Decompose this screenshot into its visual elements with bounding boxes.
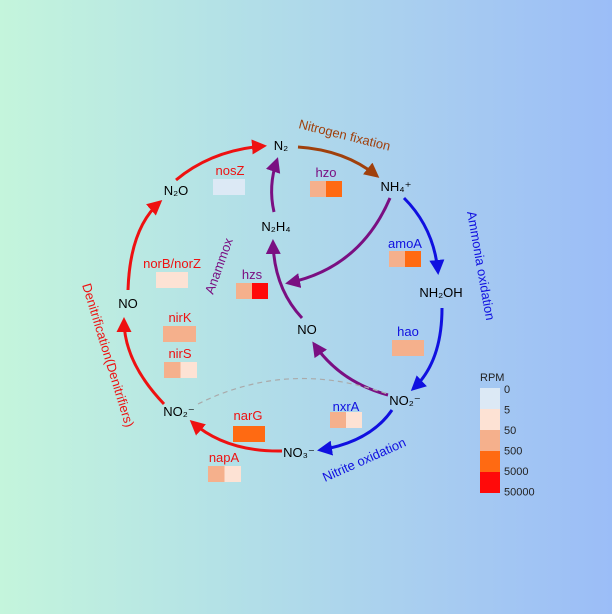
compound-n2: N₂ [274,138,288,153]
compound-no2-left: NO₂⁻ [163,404,194,419]
gene-label: nxrA [333,399,360,414]
heatmap-cell [213,179,245,195]
heatmap-cell [180,362,197,378]
compound-nh2oh: NH₂OH [419,285,462,300]
gene-nxrA: nxrA [330,399,362,428]
gene-label: hao [397,324,419,339]
arrow-n2o-to-n2 [175,139,267,182]
heatmap-cell [208,466,225,482]
heatmap-cell [310,181,326,197]
arrow-no-to-n2o [126,200,163,291]
gene-label: amoA [388,236,422,251]
gene-amoA: amoA [388,236,422,267]
legend-swatch [480,430,500,451]
legend-swatch [480,451,500,472]
gene-label: napA [209,450,240,465]
gene-hao: hao [392,324,424,356]
compound-nh4: NH₄⁺ [381,179,412,194]
compound-no-left: NO [118,296,138,311]
compound-no3: NO₃⁻ [283,445,315,460]
gene-norB-norZ: norB/norZ [143,256,201,288]
arrow-nh2oh-to-no2 [410,307,444,392]
compound-no2-right: NO₂⁻ [389,393,420,408]
rpm-legend: RPM 0 5 50 500 5000 50000 [480,372,535,499]
gene-label: norB/norZ [143,256,201,271]
label-ammonia-oxidation: Ammonia oxidation [464,210,498,321]
arrow-n2-to-nh4 [297,145,380,178]
compound-n2o: N₂O [164,183,189,198]
gene-hzo: hzo [310,165,342,197]
heatmap-cell [164,362,181,378]
heatmap-cell [405,251,421,267]
arrow-n2h4-to-n2 [265,157,281,213]
legend-swatch [480,388,500,409]
gene-hzs: hzs [236,267,268,299]
arrow-no3-to-no2 [189,420,283,453]
arrow-nh4-to-n2h4 [285,197,392,288]
heatmap-cell [236,283,252,299]
gene-narG: narG [233,408,265,442]
gene-nosZ: nosZ [213,163,245,195]
legend-swatch [480,472,500,493]
arrow-no-to-n2h4 [265,239,304,320]
gene-label: hzo [316,165,337,180]
heatmap-cell [326,181,342,197]
heatmap-cell [156,272,188,288]
heatmap-cell [389,251,405,267]
label-nitrite-oxidation: Nitrite oxidation [320,435,408,485]
gene-label: hzs [242,267,263,282]
arrow-no2-to-no [116,317,166,406]
gene-nirS: nirS [164,346,197,378]
legend-swatch [480,409,500,430]
legend-label: 50000 [504,487,535,499]
gene-nirK: nirK [163,310,196,342]
heatmap-cell [392,340,424,356]
heatmap-cell [233,426,265,442]
heatmap-cell [163,326,196,342]
arrow-no2-to-no [312,341,389,397]
gene-label: nirS [168,346,191,361]
legend-title: RPM [480,372,504,384]
heatmap-cell [224,466,241,482]
legend-label: 5 [504,405,510,417]
legend-label: 50 [504,425,516,437]
gene-label: nosZ [216,163,245,178]
gene-label: nirK [168,310,191,325]
legend-label: 5000 [504,466,528,478]
legend-label: 0 [504,384,510,396]
legend-label: 500 [504,446,522,458]
compound-n2h4: N₂H₄ [261,219,290,234]
gene-label: narG [234,408,263,423]
heatmap-cell [346,412,362,428]
label-anammox: Anammox [202,235,236,296]
heatmap-cell [330,412,346,428]
heatmap-cell [252,283,268,299]
gene-napA: napA [208,450,241,482]
arrow-nh4-to-nh2oh [402,196,445,275]
arrow-no2-to-no3 [317,409,394,456]
dashed-link [197,377,391,405]
compound-no-mid: NO [297,322,317,337]
